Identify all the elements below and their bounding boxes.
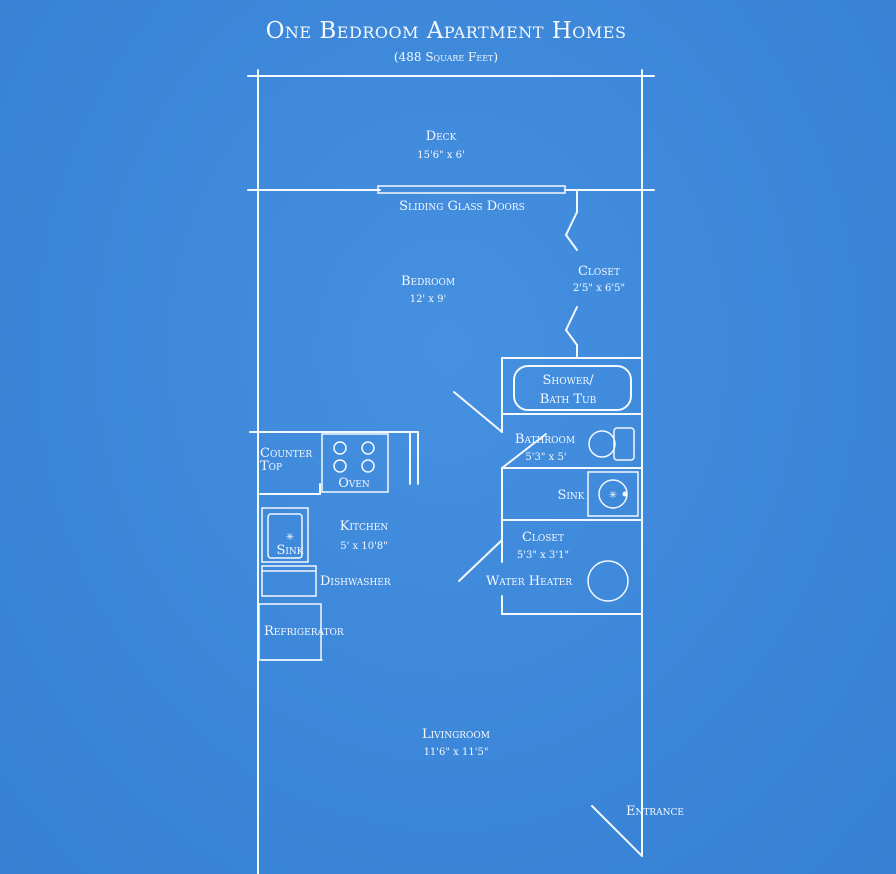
bathroom-walls (453, 357, 643, 615)
sliding-doors-label: Sliding Glass Doors (399, 199, 525, 214)
kitchen-dims: 5' x 10'8" (340, 541, 388, 552)
bedroom-closet-label: Closet (578, 264, 620, 279)
bedroom-closet-wall (565, 189, 578, 359)
water-heater-icon (587, 560, 629, 602)
svg-text:✳: ✳ (286, 532, 294, 543)
oven-label: Oven (338, 476, 370, 491)
entrance-door (591, 805, 643, 857)
bathroom-label: Bathroom (515, 432, 575, 447)
water-heater-label: Water Heater (486, 574, 572, 589)
livingroom-label: Livingroom (422, 727, 490, 742)
hall-closet-dims: 5'3" x 3'1" (517, 550, 569, 561)
deck-dims: 15'6" x 6' (417, 150, 465, 161)
bedroom-closet-dims: 2'5" x 6'5" (573, 283, 625, 294)
kitchen-sink-icon: ✳ (261, 507, 309, 563)
shower-label-line2: Bath Tub (540, 392, 597, 407)
bedroom-dims: 12' x 9' (410, 294, 447, 305)
exterior-walls (247, 69, 655, 874)
oven-icon (321, 433, 389, 493)
deck-label: Deck (426, 129, 457, 144)
bathroom-dims: 5'3" x 5' (525, 452, 566, 463)
dishwasher-icon (261, 565, 317, 597)
sliding-glass-doors (377, 185, 566, 194)
plan-subtitle: (488 Square Feet) (394, 50, 498, 64)
plan-title: One Bedroom Apartment Homes (266, 18, 627, 44)
bath-sink-icon: ✳ (587, 471, 639, 517)
shower-label-line1: Shower/ (542, 373, 594, 388)
entrance-label: Entrance (626, 804, 684, 819)
refrigerator-label: Refrigerator (264, 624, 344, 639)
kitchen-counter (249, 431, 419, 495)
dishwasher-label: Dishwasher (320, 574, 391, 589)
svg-text:✳: ✳ (609, 490, 617, 501)
hall-closet-label: Closet (522, 530, 564, 545)
countertop-label-line1: Counter (260, 446, 312, 461)
kitchen-label: Kitchen (340, 519, 389, 534)
countertop-label-line2: Top (260, 459, 282, 474)
toilet-icon (588, 427, 635, 461)
refrigerator-icon (258, 603, 323, 661)
bedroom-label: Bedroom (401, 274, 455, 289)
kitchen-sink-label: Sink (276, 543, 303, 558)
bath-sink-label: Sink (557, 488, 584, 503)
bathtub-icon (513, 365, 632, 411)
livingroom-dims: 11'6" x 11'5" (424, 747, 489, 758)
